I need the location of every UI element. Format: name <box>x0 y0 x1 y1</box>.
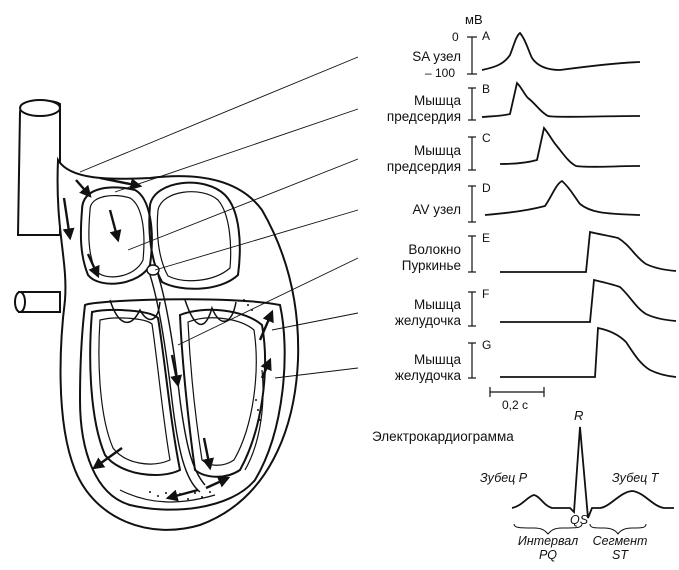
label-ventricle-1: Мышца желудочка <box>395 297 461 329</box>
trace-sa-node <box>482 33 640 70</box>
label-ventricle-2: Мышца желудочка <box>395 352 461 384</box>
superior-vena-cava <box>18 101 60 235</box>
axis-minus-100: – 100 <box>425 66 455 80</box>
trace-ventricle-1 <box>500 280 676 322</box>
ecg-p-wave-label: Зубец P <box>480 471 527 485</box>
label-atrial-2: Мышца предсердия <box>387 143 461 175</box>
label-purkinje: Волокно Пуркинье <box>402 242 461 274</box>
trace-letter-e: E <box>482 231 490 245</box>
trace-av-node <box>485 181 640 215</box>
label-sa-node: SA узел <box>412 49 461 65</box>
trace-letter-b: B <box>482 82 490 96</box>
trace-letter-a: A <box>482 29 490 43</box>
trace-letter-d: D <box>482 181 491 195</box>
time-scale-label: 0,2 с <box>502 398 528 412</box>
ecg-title: Электрокардиограмма <box>372 429 514 444</box>
trace-atrial-2 <box>500 128 640 167</box>
label-av-node: AV узел <box>413 202 461 218</box>
trace-letter-f: F <box>482 287 489 301</box>
label-atrial-1: Мышца предсердия <box>387 93 461 125</box>
ecg-r-label: R <box>574 408 583 423</box>
trace-ventricle-2 <box>500 328 676 377</box>
axis-zero: 0 <box>452 30 459 44</box>
trace-letter-c: C <box>482 131 491 145</box>
ecg-qs-label: QS <box>570 513 588 527</box>
ecg-t-wave-label: Зубец T <box>612 471 658 485</box>
action-potential-traces <box>482 33 676 377</box>
trace-letter-g: G <box>482 338 491 352</box>
unit-mv: мВ <box>465 12 483 27</box>
scale-bars <box>467 37 544 397</box>
heart-outline <box>58 160 299 530</box>
trace-atrial-1 <box>482 83 640 117</box>
heart-drawing <box>15 100 298 530</box>
trace-purkinje <box>500 232 676 272</box>
